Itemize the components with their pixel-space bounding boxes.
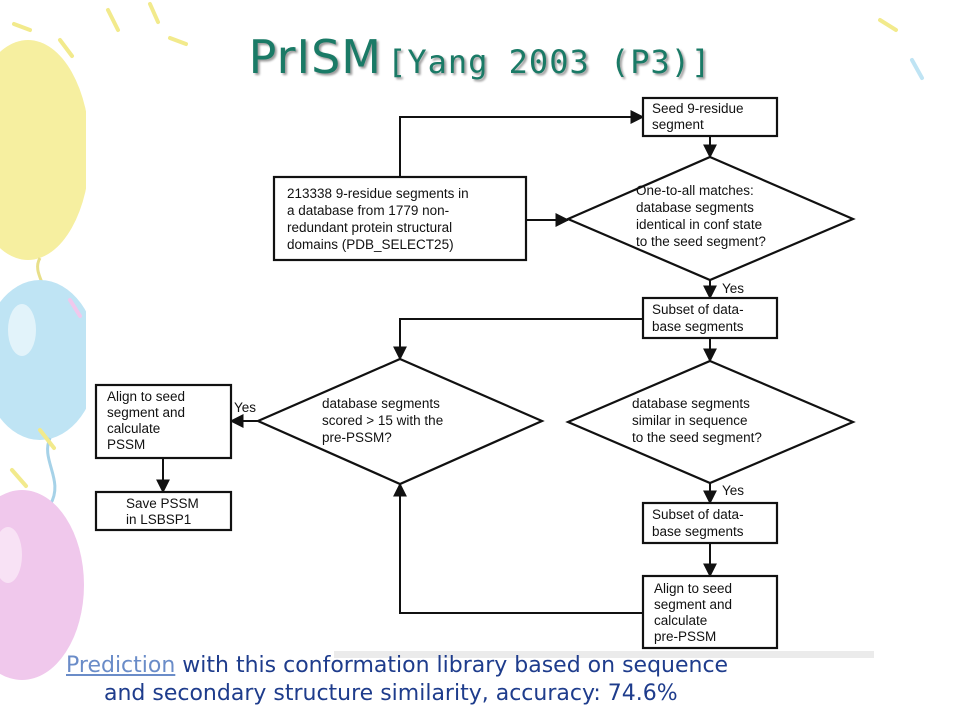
yes-label-score: Yes: [234, 400, 256, 415]
align-pre-box-line-1: Align to seed: [654, 581, 732, 596]
align-to-score-loop-connector: [393, 482, 643, 614]
seed-box: Seed 9-residue segment: [641, 96, 779, 138]
figure-bottom-strip: [334, 651, 874, 658]
subset-box-1: Subset of data- base segments: [641, 296, 779, 340]
seed-box-line-2: segment: [652, 117, 704, 132]
similar-decision-line-2: similar in sequence: [632, 413, 748, 428]
caption: Prediction with this conformation librar…: [66, 652, 926, 708]
align-pssm-box-line-3: calculate: [107, 421, 160, 436]
confetti: [10, 2, 924, 488]
blue-balloon-string: [46, 437, 57, 506]
subset-box-1-line-1: Subset of data-: [652, 302, 744, 317]
similar-decision-line-1: database segments: [632, 396, 750, 411]
caption-line-1-rest: with this conformation library based on …: [175, 653, 729, 678]
subset1-to-score-connector: [393, 318, 643, 361]
database-box-line-2: a database from 1779 non-: [287, 203, 449, 218]
match-decision: One-to-all matches: database segments id…: [565, 155, 856, 282]
score-decision-line-3: pre-PSSM?: [322, 430, 392, 445]
match-decision-line-3: identical in conf state: [636, 217, 762, 232]
loop-to-seed-connector: [399, 110, 645, 177]
align-pre-box-line-3: calculate: [654, 613, 707, 628]
subset-box-1-line-2: base segments: [652, 319, 744, 334]
align-pssm-box-line-2: segment and: [107, 405, 185, 420]
flowchart-connectors: [156, 110, 717, 614]
database-box-line-3: redundant protein structural: [287, 220, 452, 235]
score-decision-line-2: scored > 15 with the: [322, 413, 443, 428]
save-pssm-box: Save PSSM in LSBSP1: [94, 490, 233, 532]
match-decision-line-4: to the seed segment?: [636, 234, 766, 249]
subset-box-2: Subset of data- base segments: [641, 501, 779, 545]
align-pssm-box: Align to seed segment and calculate PSSM: [94, 383, 233, 460]
yes-label-similar: Yes: [722, 483, 744, 498]
save-box-line-1: Save PSSM: [126, 496, 199, 511]
slide-title: PrISM [Yang 2003 (P3)]: [0, 30, 960, 84]
yes-label-match: Yes: [722, 281, 744, 296]
align-pre-pssm-box: Align to seed segment and calculate pre-…: [641, 574, 779, 650]
align-pre-box-line-2: segment and: [654, 597, 732, 612]
caption-line-2: and secondary structure similarity, accu…: [104, 681, 678, 706]
match-decision-line-2: database segments: [636, 200, 754, 215]
blue-balloon-highlight: [8, 304, 36, 356]
database-box: 213338 9-residue segments in a database …: [272, 175, 528, 262]
similar-decision: database segments similar in sequence to…: [565, 359, 856, 485]
subset-box-2-line-2: base segments: [652, 524, 744, 539]
pink-balloon-highlight: [0, 527, 22, 583]
seed-box-line-1: Seed 9-residue: [652, 101, 744, 116]
database-box-line-1: 213338 9-residue segments in: [287, 186, 469, 201]
database-box-line-4: domains (PDB_SELECT25): [287, 237, 454, 252]
align-pssm-box-line-1: Align to seed: [107, 389, 185, 404]
save-box-line-2: in LSBSP1: [126, 512, 191, 527]
subset-box-2-line-1: Subset of data-: [652, 507, 744, 522]
title-citation: [Yang 2003 (P3)]: [387, 43, 712, 81]
title-main: PrISM: [248, 30, 382, 84]
score-decision-line-1: database segments: [322, 396, 440, 411]
similar-decision-line-3: to the seed segment?: [632, 430, 762, 445]
align-pssm-box-line-4: PSSM: [107, 437, 145, 452]
prediction-link[interactable]: Prediction: [66, 653, 176, 678]
pink-balloon: [0, 490, 84, 680]
score-decision: database segments scored > 15 with the p…: [255, 357, 545, 486]
yellow-balloon: [0, 40, 90, 260]
match-decision-line-1: One-to-all matches:: [636, 183, 754, 198]
align-pre-box-line-4: pre-PSSM: [654, 629, 716, 644]
